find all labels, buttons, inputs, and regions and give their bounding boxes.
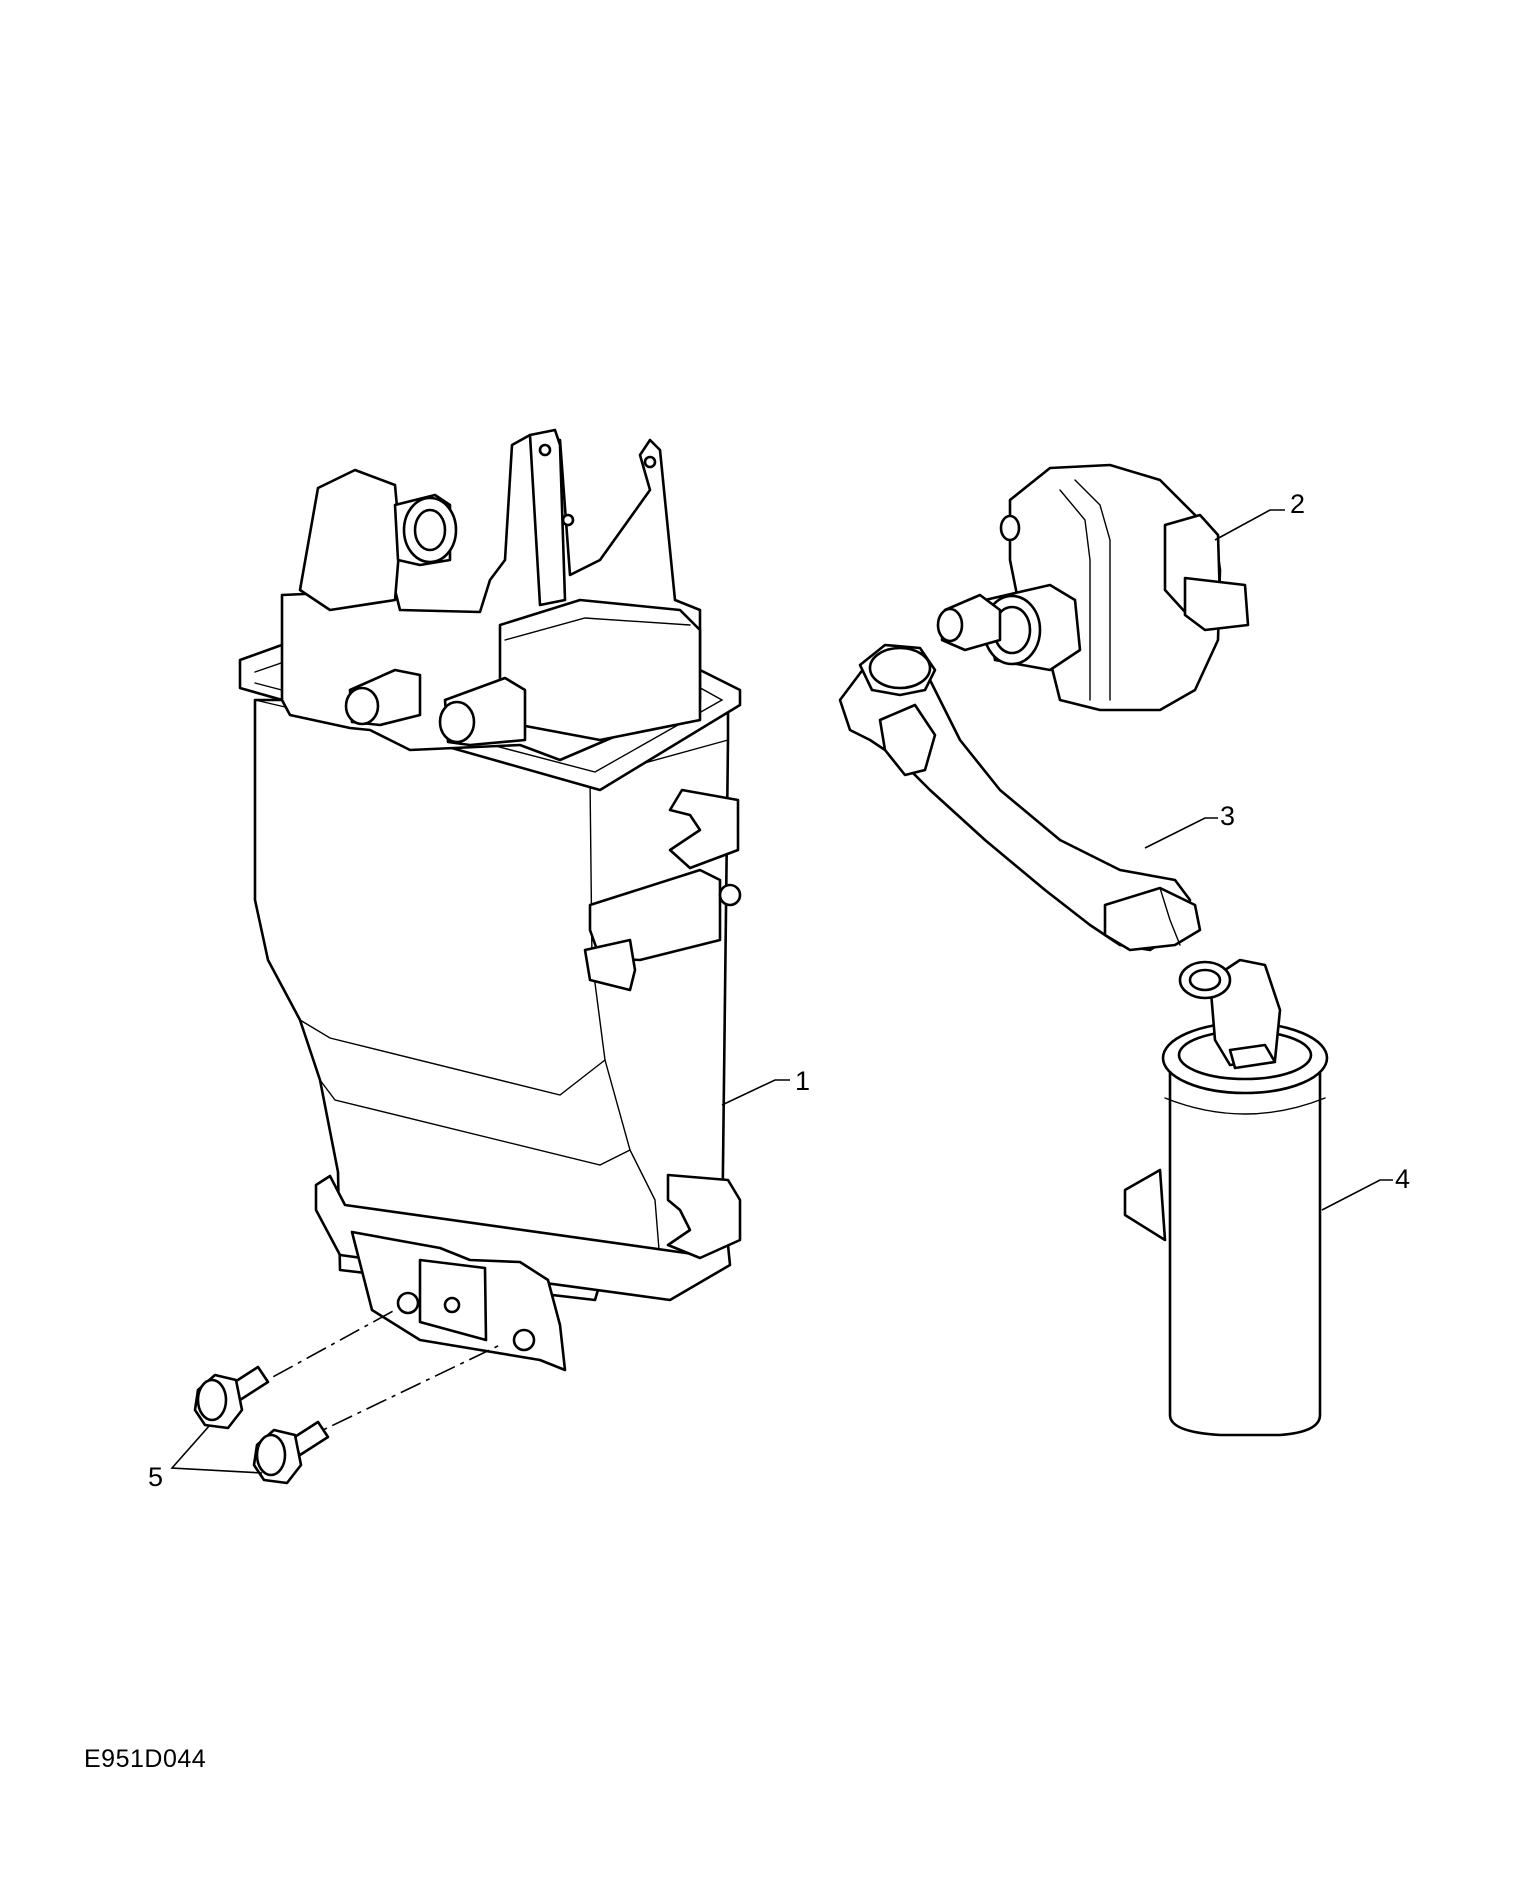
callout-3: 3 [1144, 801, 1235, 849]
callout-label-2: 2 [1290, 489, 1305, 519]
callout-5: 5 [148, 1424, 263, 1492]
figure-reference-code: E951D044 [84, 1745, 207, 1773]
callout-2: 2 [1214, 489, 1305, 541]
purge-valve-icon [936, 463, 1250, 712]
callout-4: 4 [1321, 1164, 1410, 1211]
callout-label-4: 4 [1395, 1164, 1410, 1194]
callout-label-3: 3 [1220, 801, 1235, 831]
callout-label-5: 5 [148, 1462, 163, 1492]
callout-1: 1 [721, 1066, 810, 1106]
evap-canister-icon [238, 428, 742, 1372]
callout-label-1: 1 [795, 1066, 810, 1096]
vent-hose-icon [838, 643, 1202, 952]
dust-filter-icon [1123, 958, 1329, 1437]
bolt-icon [193, 1309, 501, 1485]
